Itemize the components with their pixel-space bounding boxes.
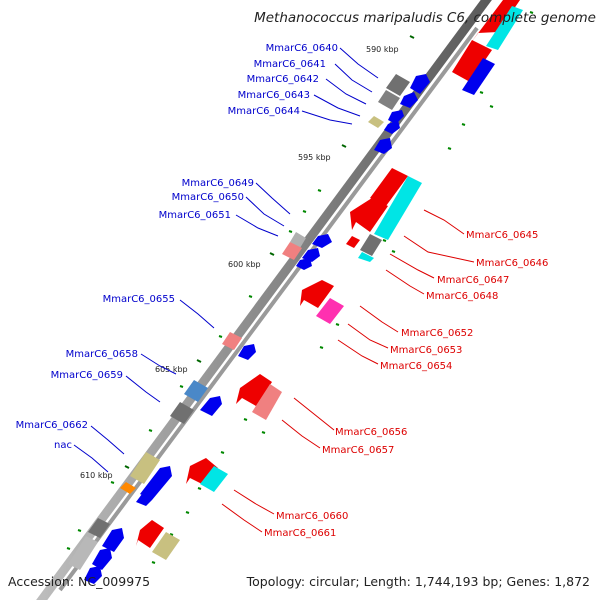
gene-label[interactable]: MmarC6_0660: [276, 511, 348, 522]
left-leaders: [73, 47, 379, 473]
gene-label[interactable]: MmarC6_0646: [476, 258, 548, 269]
reverse-cds[interactable]: [346, 236, 360, 248]
forward-cds[interactable]: [384, 120, 400, 134]
feature-block-606-left: [170, 380, 222, 424]
gray-track[interactable]: [88, 518, 110, 538]
reverse-cds[interactable]: [370, 168, 408, 206]
gene-label[interactable]: MmarC6_0662: [16, 420, 88, 431]
gene-label[interactable]: MmarC6_0650: [172, 192, 244, 203]
gene-label[interactable]: MmarC6_0654: [380, 361, 452, 372]
gene-label[interactable]: MmarC6_0659: [51, 370, 123, 381]
gene-label[interactable]: MmarC6_0647: [437, 275, 509, 286]
forward-cds[interactable]: [92, 548, 112, 570]
gray-track[interactable]: [386, 74, 410, 96]
forward-cds[interactable]: [140, 466, 172, 500]
reverse-cds[interactable]: [452, 40, 492, 82]
reverse-cds[interactable]: [300, 280, 334, 308]
forward-cds[interactable]: [388, 110, 404, 124]
genome-backbone-inner: [58, 26, 479, 592]
gene-label[interactable]: MmarC6_0657: [322, 445, 394, 456]
feature-block-bottom-left: [68, 518, 124, 584]
feature-block-mid-right: [346, 168, 422, 262]
gene-label[interactable]: MmarC6_0653: [390, 345, 462, 356]
gene-label[interactable]: MmarC6_0655: [103, 294, 175, 305]
gene-label[interactable]: MmarC6_0644: [228, 106, 300, 117]
forward-cds[interactable]: [238, 344, 256, 360]
forward-cds[interactable]: [84, 566, 102, 584]
reverse-cds[interactable]: [470, 0, 520, 44]
right-leaders: [221, 209, 475, 533]
feature-block-610-right: [186, 458, 228, 492]
olive-track[interactable]: [368, 116, 384, 128]
pink-track[interactable]: [252, 384, 282, 420]
cyan-track[interactable]: [200, 466, 228, 492]
forward-cds[interactable]: [200, 396, 222, 416]
feature-block-610-left: [120, 452, 172, 506]
gray-track[interactable]: [360, 234, 382, 256]
gc-markers: [66, 11, 534, 564]
accession-text: Accession: NC_009975: [8, 574, 151, 589]
cyan-track[interactable]: [358, 252, 374, 262]
forward-cds[interactable]: [136, 492, 152, 506]
tick-label: 605 kbp: [155, 365, 188, 374]
feature-block-top-right: [452, 0, 523, 95]
tick-marks: [124, 35, 415, 469]
forward-cds[interactable]: [296, 258, 312, 270]
olive-track[interactable]: [152, 532, 180, 560]
forward-cds[interactable]: [400, 92, 418, 108]
feature-block-top-left: [368, 74, 430, 154]
gene-label[interactable]: MmarC6_0649: [182, 178, 254, 189]
gene-label[interactable]: MmarC6_0648: [426, 291, 498, 302]
gene-label[interactable]: MmarC6_0643: [238, 90, 310, 101]
olive-track[interactable]: [130, 452, 160, 484]
magenta-track[interactable]: [316, 298, 344, 324]
pink-track[interactable]: [282, 242, 302, 260]
forward-cds[interactable]: [410, 74, 430, 94]
forward-cds[interactable]: [312, 234, 332, 248]
feature-block-606-right: [236, 374, 282, 420]
gene-label[interactable]: MmarC6_0640: [266, 43, 338, 54]
gene-label[interactable]: MmarC6_0641: [254, 59, 326, 70]
pink-track[interactable]: [222, 332, 242, 350]
cyan-track[interactable]: [486, 6, 523, 50]
forward-cds[interactable]: [302, 248, 320, 262]
tick-label: 600 kbp: [228, 260, 261, 269]
reverse-cds[interactable]: [350, 198, 388, 232]
feature-block-bottom-right: [136, 520, 180, 560]
tick-label: 610 kbp: [80, 471, 113, 480]
tick-label: 595 kbp: [298, 153, 331, 162]
gene-label[interactable]: nac: [54, 440, 72, 451]
gray-track[interactable]: [170, 402, 194, 424]
genome-summary: Topology: circular; Length: 1,744,193 bp…: [246, 574, 590, 589]
feature-block-602-left: [222, 332, 256, 360]
cyan-track[interactable]: [374, 176, 422, 240]
gray-track[interactable]: [68, 536, 98, 570]
gene-label[interactable]: MmarC6_0645: [466, 230, 538, 241]
reverse-cds[interactable]: [236, 374, 272, 406]
steelblue-track[interactable]: [184, 380, 208, 402]
gene-label[interactable]: MmarC6_0656: [335, 427, 407, 438]
gene-label[interactable]: MmarC6_0658: [66, 349, 138, 360]
genome-title: Methanococcus maripaludis C6, complete g…: [254, 10, 596, 26]
gray-track[interactable]: [378, 90, 400, 110]
reverse-cds[interactable]: [136, 520, 164, 548]
gene-label[interactable]: MmarC6_0651: [159, 210, 231, 221]
forward-cds[interactable]: [374, 138, 392, 154]
reverse-cds[interactable]: [186, 458, 218, 484]
gene-label[interactable]: MmarC6_0652: [401, 328, 473, 339]
orange-track[interactable]: [120, 482, 136, 494]
forward-cds[interactable]: [462, 58, 495, 95]
feature-block-598-left: [282, 232, 332, 270]
gene-label[interactable]: MmarC6_0661: [264, 528, 336, 539]
feature-block-601-right: [300, 280, 344, 324]
tick-label: 590 kbp: [366, 45, 399, 54]
gene-label[interactable]: MmarC6_0642: [247, 74, 319, 85]
forward-cds[interactable]: [102, 528, 124, 552]
